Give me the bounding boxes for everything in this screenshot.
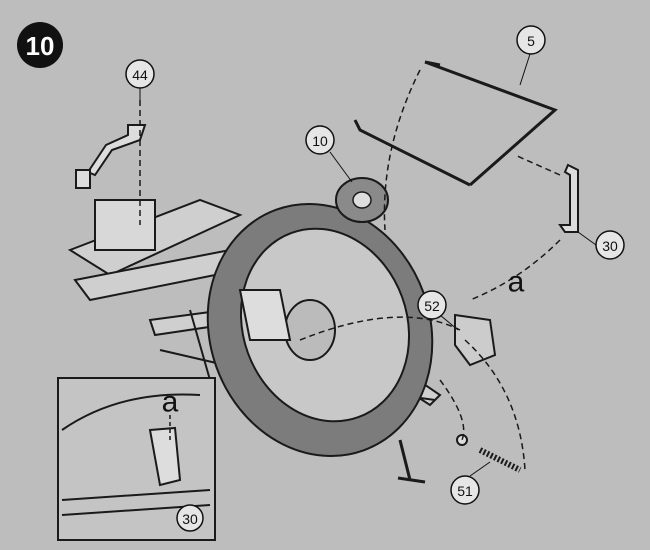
- label-5: 5: [516, 25, 546, 86]
- inset-connection-letter: a: [162, 386, 179, 419]
- sprocket-part-10: [335, 177, 389, 223]
- label-52: 52: [417, 290, 459, 331]
- svg-text:30: 30: [182, 511, 198, 527]
- svg-text:44: 44: [132, 67, 148, 83]
- label-30: 30: [577, 230, 625, 260]
- guide-lines: [139, 69, 561, 471]
- kickstand: [397, 439, 426, 484]
- label-44: 44: [125, 59, 155, 100]
- spring-part-51: [456, 434, 522, 473]
- brake-arm-part-52: [454, 313, 497, 367]
- svg-text:10: 10: [312, 133, 328, 149]
- inset-label-30: 30: [176, 504, 204, 532]
- svg-text:52: 52: [424, 298, 440, 314]
- svg-text:51: 51: [457, 483, 473, 499]
- stand-part-5: [353, 60, 558, 187]
- svg-text:5: 5: [527, 33, 535, 49]
- rear-wheel: [206, 202, 434, 458]
- detail-inset: a 30: [57, 377, 216, 541]
- connection-letter-a: a: [508, 266, 525, 299]
- pedal-part-44: [75, 124, 147, 189]
- step-badge: 10: [17, 22, 63, 68]
- label-51: 51: [450, 461, 491, 505]
- svg-text:30: 30: [602, 238, 618, 254]
- label-10: 10: [305, 125, 353, 183]
- bracket-part-30: [558, 163, 579, 233]
- svg-text:10: 10: [26, 31, 55, 61]
